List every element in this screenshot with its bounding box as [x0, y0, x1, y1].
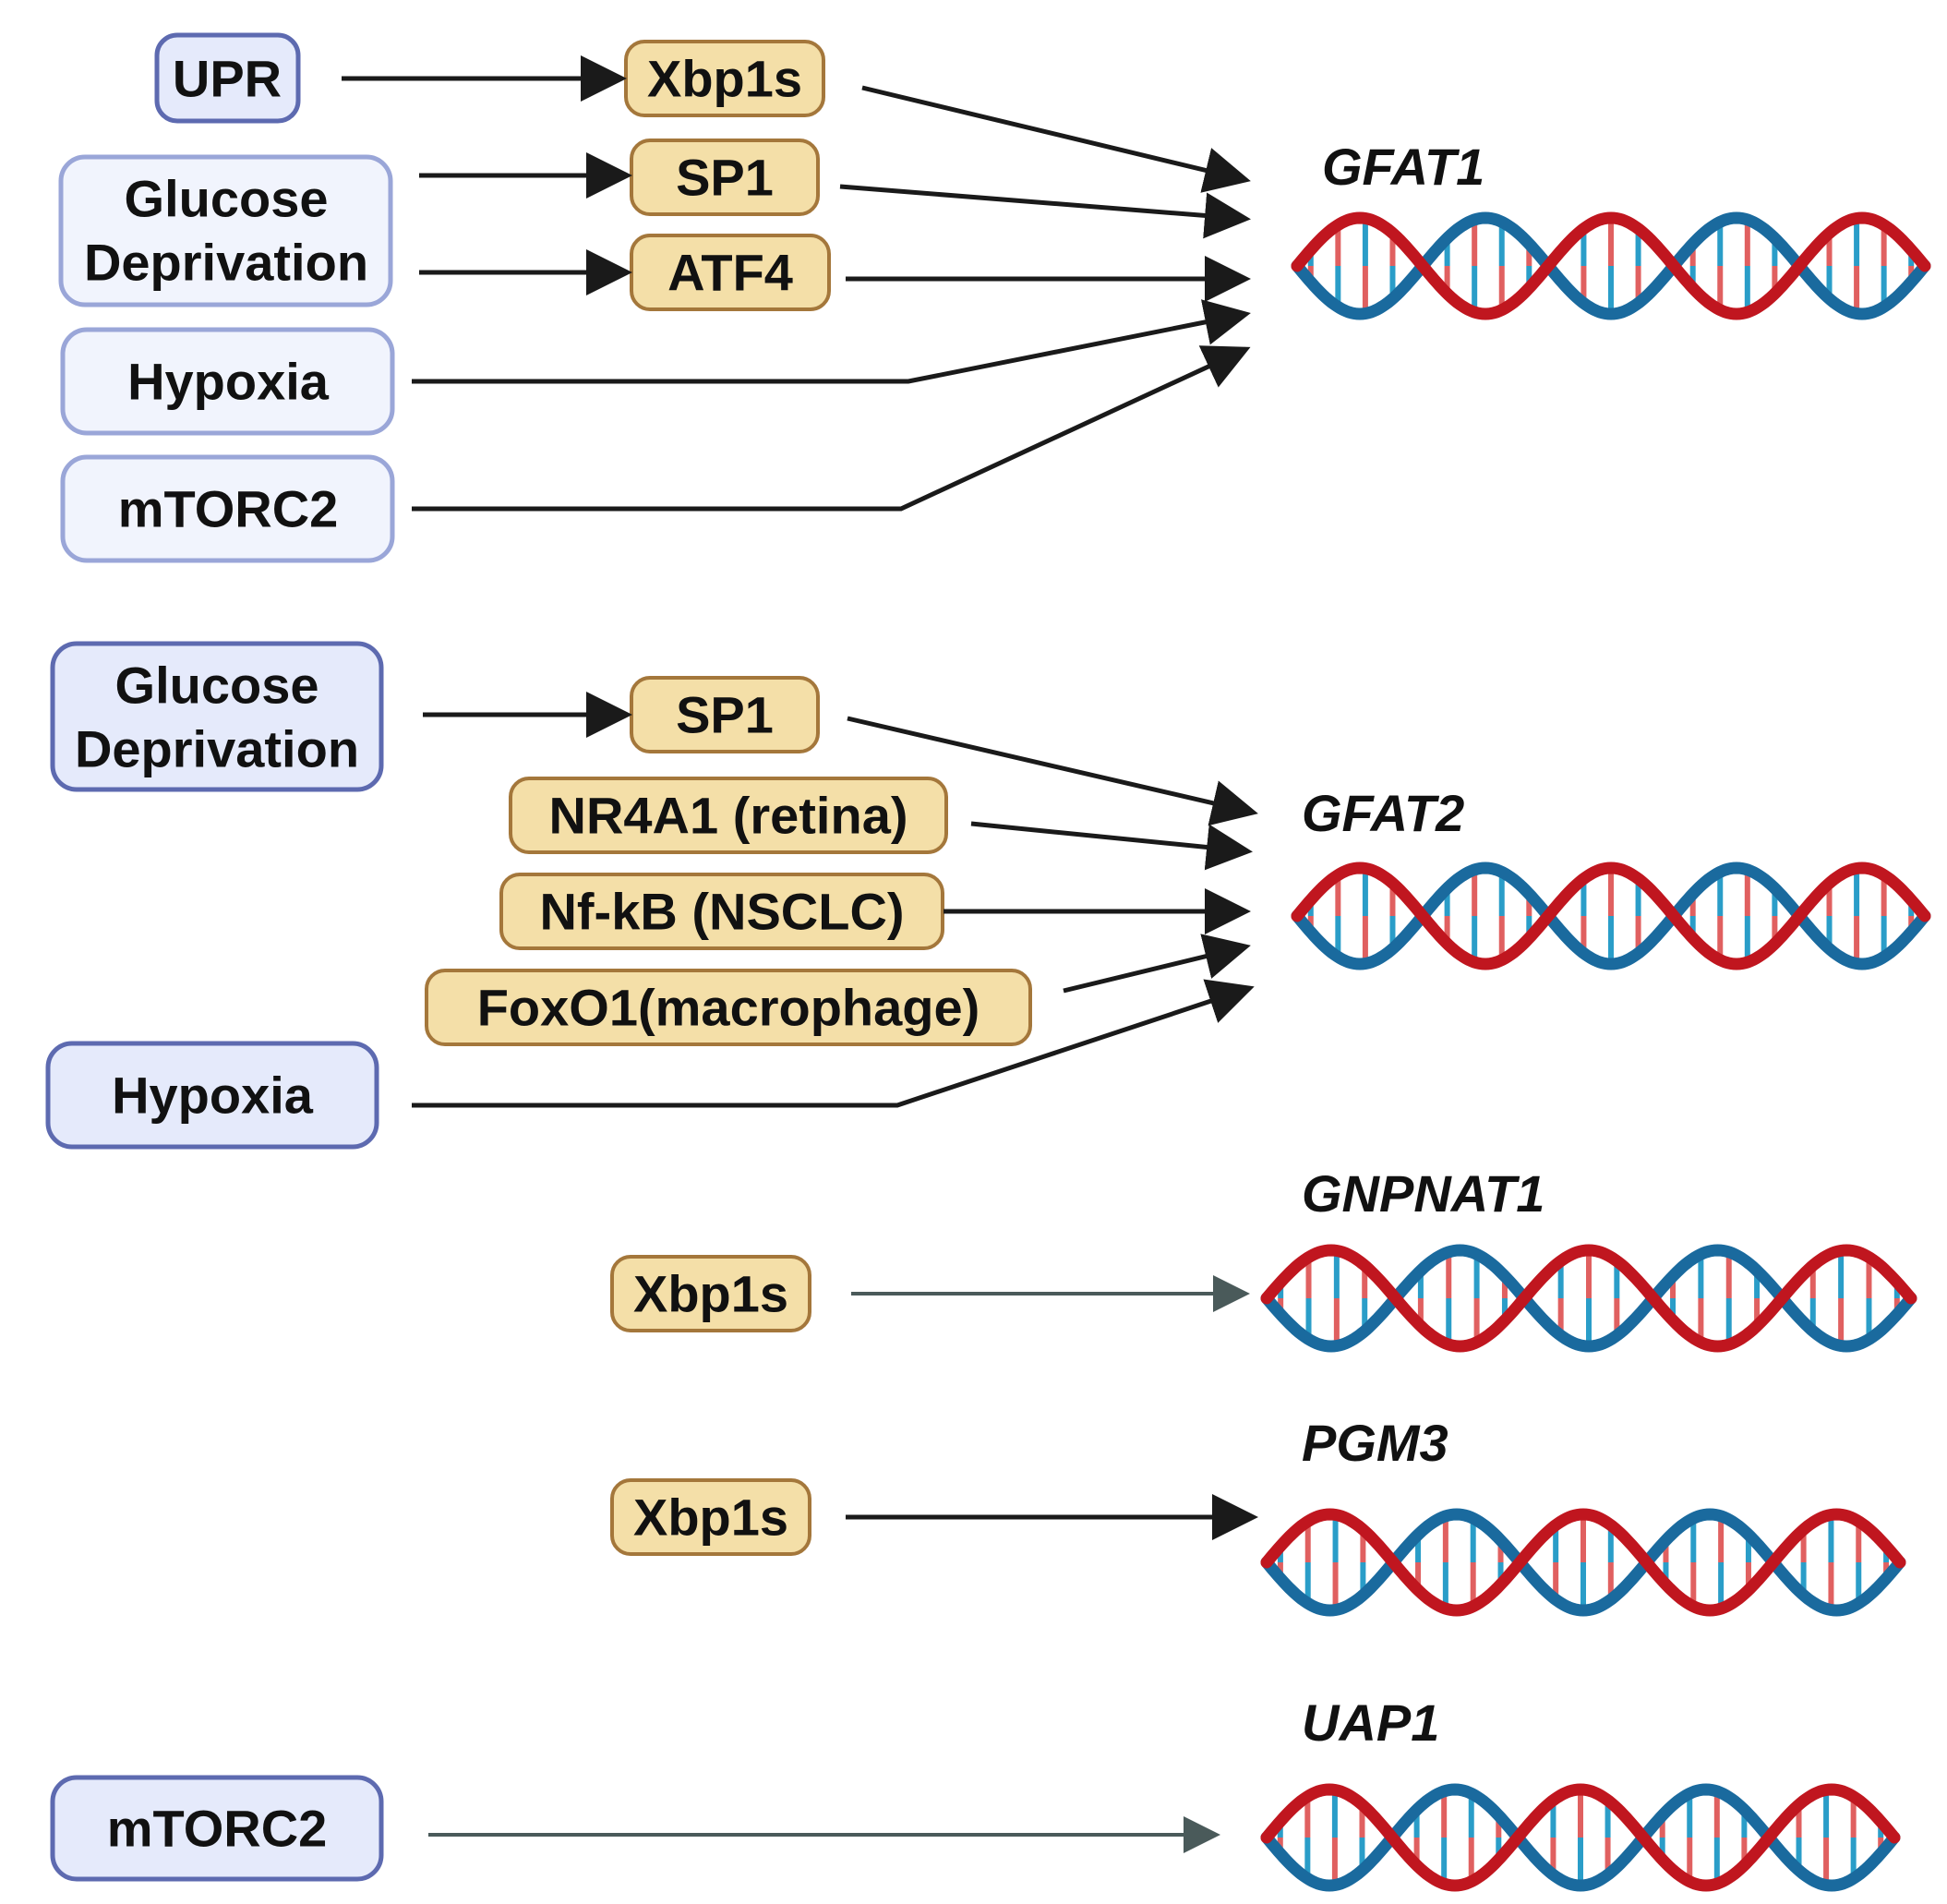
signal-hypoxia-label: Hypoxia	[127, 353, 330, 411]
dna-strand-blue	[1260, 1508, 1906, 1617]
gene-label-gfat1: GFAT1	[1322, 138, 1484, 196]
factor-nr4a1-label: NR4A1 (retina)	[549, 787, 908, 845]
factor-xbp1s-3-label: Xbp1s	[633, 1265, 788, 1323]
gene-label-gnpnat1: GNPNAT1	[1302, 1164, 1544, 1223]
arrow-sp1-to-gfat2	[847, 716, 1258, 826]
dna-helix-gnpnat1	[1260, 1244, 1917, 1353]
signal-hypoxia-2: Hypoxia	[45, 1041, 379, 1150]
factor-xbp1s: Xbp1s	[624, 40, 825, 117]
dna-strand-red	[1260, 1244, 1917, 1353]
arrow-mtorc2-to-gfat1	[412, 345, 1251, 512]
gene-label-uap1: UAP1	[1302, 1693, 1439, 1752]
gene-label-pgm3: PGM3	[1302, 1414, 1448, 1472]
factor-foxo1: FoxO1(macrophage)	[425, 969, 1032, 1046]
section-gfat2: Glucose Deprivation Hypoxia SP1 NR4A1 (r…	[45, 641, 1931, 1150]
dna-strand-blue	[1291, 862, 1931, 970]
arrow-hypoxia2-to-gfat2	[412, 979, 1255, 1108]
dna-strand-blue	[1260, 1244, 1917, 1353]
signal-upr-label: UPR	[173, 50, 282, 108]
section-gnpnat1: Xbp1s GNPNAT1	[610, 1164, 1917, 1353]
factor-xbp1s-label: Xbp1s	[647, 50, 802, 108]
signal-glucose-deprivation: Glucose Deprivation	[58, 154, 393, 307]
arrow-nr4a1-to-gfat2	[970, 821, 1253, 871]
arrow-foxo1-to-gfat2	[1063, 934, 1251, 994]
gene-label-gfat2: GFAT2	[1302, 784, 1464, 842]
section-pgm3: Xbp1s PGM3	[610, 1414, 1906, 1617]
factor-atf4-label: ATF4	[667, 244, 793, 302]
factor-atf4: ATF4	[630, 234, 831, 311]
dna-helix-gfat2	[1291, 862, 1931, 970]
dna-strand-red	[1260, 1508, 1906, 1617]
section-gfat1: UPR Glucose Deprivation Hypoxia mTORC2 X…	[58, 32, 1931, 563]
dna-helix-pgm3	[1260, 1508, 1906, 1617]
section-uap1: mTORC2 UAP1	[50, 1693, 1901, 1892]
arrow-sp1-to-gfat1	[839, 184, 1251, 239]
signal-glucose-deprivation-2: Glucose Deprivation	[50, 641, 384, 792]
dna-strand-blue	[1260, 1783, 1901, 1892]
signal-upr: UPR	[154, 32, 301, 124]
factor-nr4a1: NR4A1 (retina)	[509, 777, 948, 854]
signal-mtorc2-2: mTORC2	[50, 1775, 384, 1882]
dna-helix-gfat1	[1291, 211, 1931, 320]
factor-xbp1s-4-label: Xbp1s	[633, 1488, 788, 1547]
signal-hypoxia: Hypoxia	[60, 327, 395, 436]
factor-nfkb: Nf-kB (NSCLC)	[499, 873, 944, 950]
signal-glucose-2-label-line2: Deprivation	[75, 720, 359, 778]
arrow-xbp1s-to-gfat1	[861, 85, 1251, 193]
dna-helix-uap1	[1260, 1783, 1901, 1892]
signal-glucose-label-line1: Glucose	[125, 170, 329, 228]
dna-strand-red	[1260, 1783, 1901, 1892]
signal-glucose-2-label-line1: Glucose	[115, 657, 319, 715]
dna-strand-blue	[1291, 211, 1931, 320]
signal-hypoxia-2-label: Hypoxia	[112, 1066, 314, 1125]
signal-mtorc2-2-label: mTORC2	[107, 1800, 328, 1858]
factor-sp1-2: SP1	[630, 676, 820, 753]
factor-nfkb-label: Nf-kB (NSCLC)	[539, 883, 904, 941]
factor-sp1: SP1	[630, 139, 820, 216]
factor-xbp1s-3: Xbp1s	[610, 1255, 811, 1332]
signal-glucose-label-line2: Deprivation	[84, 234, 368, 292]
signal-mtorc2: mTORC2	[60, 454, 395, 563]
factor-sp1-2-label: SP1	[676, 686, 774, 744]
factor-xbp1s-4: Xbp1s	[610, 1478, 811, 1556]
dna-strand-red	[1291, 211, 1931, 320]
factor-sp1-label: SP1	[676, 149, 774, 207]
dna-strand-red	[1291, 862, 1931, 970]
signal-mtorc2-label: mTORC2	[118, 480, 339, 538]
factor-foxo1-label: FoxO1(macrophage)	[477, 979, 980, 1037]
arrow-hypoxia-to-gfat1	[412, 299, 1251, 384]
